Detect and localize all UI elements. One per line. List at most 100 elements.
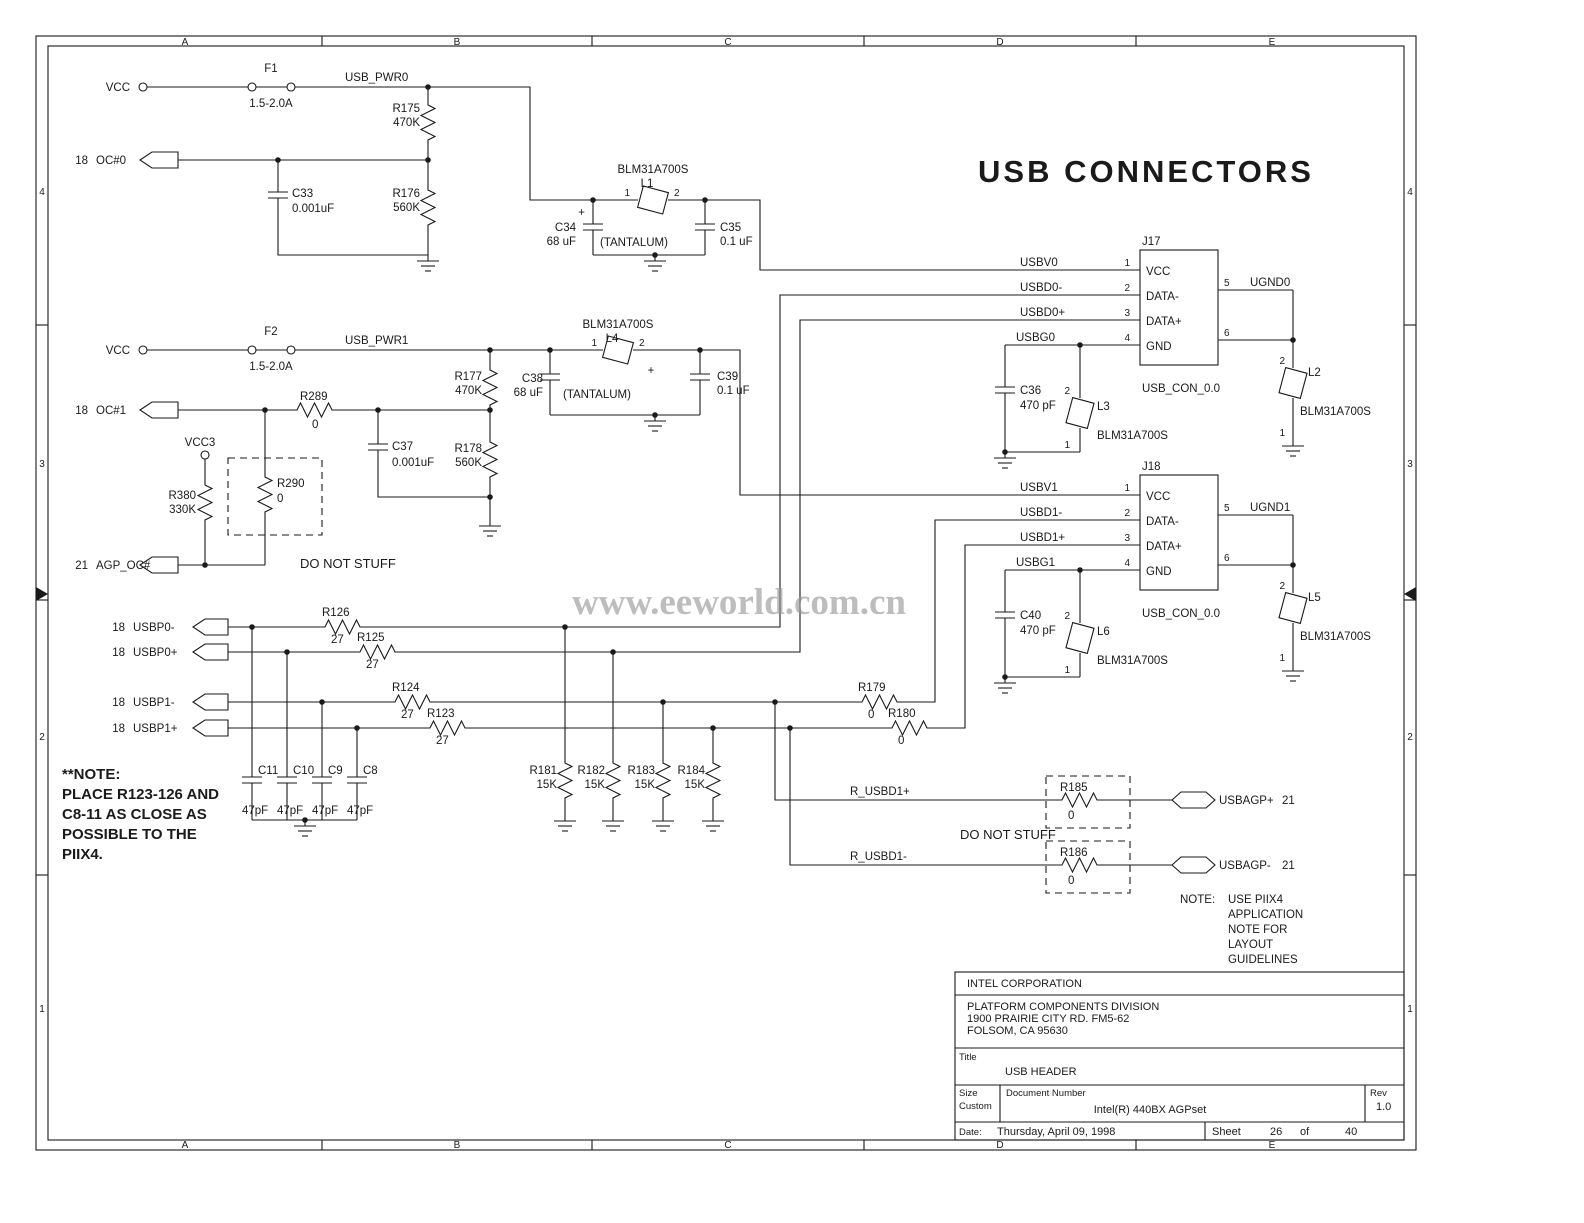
l5-part: BLM31A700S (1300, 631, 1371, 643)
r176-val: 560K (393, 202, 420, 214)
titleblock-size-label: Size (959, 1088, 977, 1099)
grid-label: A (182, 1140, 189, 1151)
ground-symbol (601, 814, 625, 832)
c39-ref: C39 (717, 371, 738, 383)
r184-ref: R184 (678, 765, 706, 777)
junction-dot (1002, 674, 1008, 680)
r290-ref: R290 (277, 478, 305, 490)
resistor-r290 (257, 471, 273, 518)
agp-oc-name: AGP_OC# (96, 560, 151, 572)
cap-c35 (694, 214, 716, 240)
l4-part: BLM31A700S (583, 319, 654, 331)
page-title: USB CONNECTORS (978, 154, 1314, 189)
note-right-line: LAYOUT (1228, 939, 1273, 951)
usb-input-name: USBP1- (133, 697, 175, 709)
resistor-r178 (482, 436, 498, 483)
note-left-line: C8-11 AS CLOSE AS (62, 806, 207, 823)
j18-pin-num: 4 (1124, 558, 1130, 569)
ground-symbol (478, 519, 502, 537)
net-ugnd0: UGND0 (1250, 277, 1290, 289)
l1-ref: L1 (641, 178, 654, 190)
l1-part: BLM31A700S (618, 164, 689, 176)
r125-val: 27 (366, 659, 379, 671)
j18-pin-name: VCC (1146, 491, 1170, 503)
junction-dot (425, 84, 431, 90)
j18-pin-num: 6 (1224, 553, 1230, 564)
port-usbp0-minus (192, 618, 229, 636)
bead-l5 (1278, 592, 1308, 624)
r184-val: 15K (685, 779, 706, 791)
junction-dot (547, 347, 553, 353)
c33-val: 0.001uF (292, 203, 334, 215)
wire (377, 459, 490, 498)
vcc-node (138, 345, 148, 355)
junction-dot (772, 699, 778, 705)
l5-pin: 1 (1279, 653, 1285, 664)
bead-l6 (1065, 622, 1095, 654)
dns-box-r290 (227, 457, 323, 536)
l6-part: BLM31A700S (1097, 655, 1168, 667)
l2-part: BLM31A700S (1300, 406, 1371, 418)
j18-part: USB_CON_0.0 (1142, 608, 1220, 620)
r178-val: 560K (455, 457, 482, 469)
r125-ref: R125 (357, 632, 385, 644)
r123-val: 27 (436, 735, 449, 747)
note-left-line: PLACE R123-126 AND (62, 786, 219, 803)
note-left-line: **NOTE: (62, 766, 120, 783)
junction-dot (1077, 342, 1083, 348)
c35-ref: C35 (720, 222, 741, 234)
port-usbp1-minus (192, 693, 229, 711)
resistor-r180 (886, 720, 933, 736)
c10-val: 47pF (277, 805, 303, 817)
resistor-r176 (420, 184, 436, 231)
junction-dot (284, 649, 290, 655)
r289-ref: R289 (300, 391, 328, 403)
resistor-r179 (856, 694, 903, 710)
vcc-label: VCC (106, 82, 130, 94)
junction-dot (652, 412, 658, 418)
usb-input-name: USBP0- (133, 622, 175, 634)
r180-ref: R180 (888, 708, 916, 720)
port-usbp0-plus (192, 643, 229, 661)
port-usbagp-minus (1171, 856, 1216, 874)
wire-usbd1-plus (932, 544, 1140, 729)
junction-dot (202, 562, 208, 568)
c11-val: 47pF (242, 805, 268, 817)
l3-pin: 2 (1064, 386, 1070, 397)
bead-l2 (1278, 367, 1308, 399)
junction-dot (610, 649, 616, 655)
grid-label: 1 (1407, 1004, 1413, 1015)
fuse-f2-terminal (247, 345, 257, 355)
r185-val: 0 (1068, 810, 1074, 822)
c34-plus: + (578, 207, 585, 219)
grid-label: 2 (1407, 732, 1413, 743)
r185-ref: R185 (1060, 782, 1088, 794)
l6-pin: 2 (1064, 611, 1070, 622)
ground-symbol (1281, 439, 1305, 457)
oc1-name: OC#1 (96, 405, 126, 417)
net-usbd1-plus: USBD1+ (1020, 532, 1065, 544)
net-usbv0: USBV0 (1020, 257, 1058, 269)
resistor-r186 (1056, 857, 1103, 873)
r183-val: 15K (635, 779, 656, 791)
note-right-line: APPLICATION (1228, 909, 1303, 921)
schematic-graphics (35, 35, 1417, 1151)
junction-dot (1077, 567, 1083, 573)
j17-pin-name: DATA- (1146, 291, 1179, 303)
grid-label: D (996, 37, 1003, 48)
usb-input-name: USBP0+ (133, 647, 178, 659)
grid-label: 2 (39, 732, 45, 743)
note-right-line: GUIDELINES (1228, 954, 1298, 966)
bead-l3 (1065, 397, 1095, 429)
frame-inner (47, 45, 1405, 1141)
titleblock-company: INTEL CORPORATION (967, 978, 1082, 990)
j17-pin-name: GND (1146, 341, 1172, 353)
c8-ref: C8 (363, 765, 378, 777)
junction-dot (710, 725, 716, 731)
grid-label: 4 (1407, 187, 1413, 198)
port-usbagp-plus-label: USBAGP+ (1219, 795, 1274, 807)
grid-label: B (454, 1140, 461, 1151)
junction-dot (562, 624, 568, 630)
c34-ref: C34 (555, 222, 577, 234)
junction-dot (375, 407, 381, 413)
